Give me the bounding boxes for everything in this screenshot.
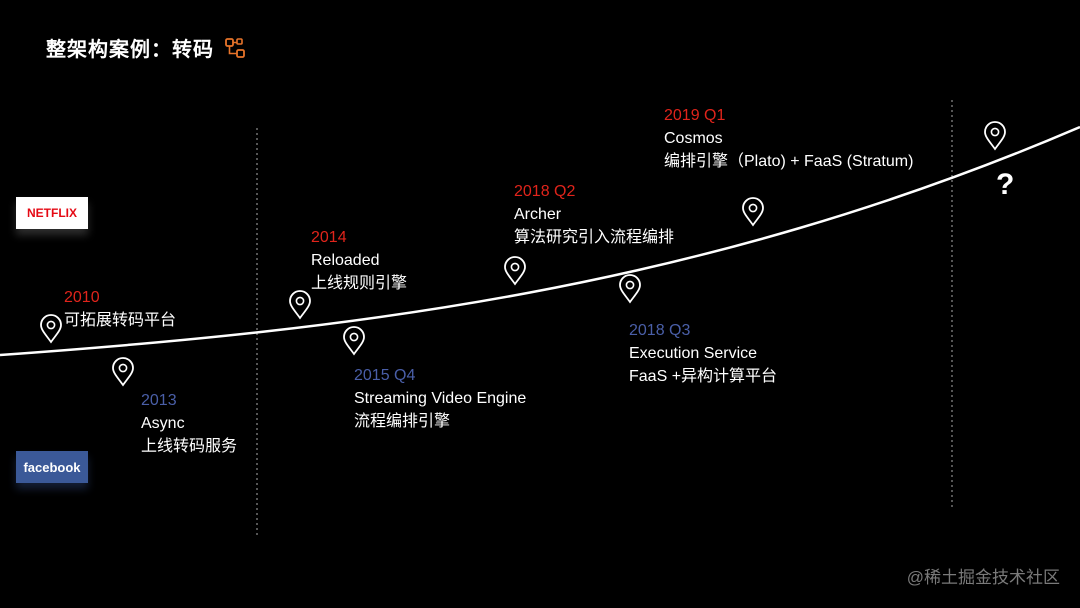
watermark: @稀土掘金技术社区: [906, 568, 1060, 587]
event-line: Execution Service: [629, 345, 758, 362]
location-pin-icon: [343, 326, 365, 356]
event-date: 2010: [64, 289, 100, 306]
event-2013: 2013 Async 上线转码服务: [141, 389, 237, 458]
future-question-mark: ?: [996, 168, 1015, 201]
event-2015q4: 2015 Q4 Streaming Video Engine 流程编排引擎: [354, 364, 526, 433]
event-line: Async: [141, 415, 185, 432]
event-line: 算法研究引入流程编排: [514, 229, 675, 246]
event-line: 可拓展转码平台: [64, 312, 177, 329]
event-date: 2014: [311, 229, 347, 246]
event-line: Streaming Video Engine: [354, 390, 527, 407]
page-title-text: 整架构案例：转码: [46, 39, 214, 61]
event-date: 2018 Q3: [629, 322, 691, 339]
location-pin-icon: [619, 274, 641, 304]
location-pin-icon: [289, 290, 311, 320]
page-title: 整架构案例：转码: [46, 33, 246, 62]
event-date: 2019 Q1: [664, 107, 726, 124]
location-pin-icon: [984, 121, 1006, 151]
event-line: Cosmos: [664, 130, 723, 147]
location-pin-icon: [112, 357, 134, 387]
event-date: 2018 Q2: [514, 183, 576, 200]
facebook-logo-text: facebook: [23, 459, 81, 475]
event-date: 2015 Q4: [354, 367, 416, 384]
event-line: Archer: [514, 206, 562, 223]
netflix-logo-text: NETFLIX: [27, 206, 77, 220]
event-2018q2: 2018 Q2 Archer 算法研究引入流程编排: [514, 180, 674, 249]
event-line: 编排引擎（Plato) + FaaS (Stratum): [664, 153, 914, 170]
event-line: 流程编排引擎: [354, 413, 451, 430]
event-date: 2013: [141, 392, 177, 409]
event-2010: 2010 可拓展转码平台: [64, 286, 176, 332]
event-2014: 2014 Reloaded 上线规则引擎: [311, 226, 407, 295]
event-2018q3: 2018 Q3 Execution Service FaaS +异构计算平台: [629, 319, 777, 388]
event-line: 上线转码服务: [141, 438, 238, 455]
location-pin-icon: [504, 256, 526, 286]
netflix-logo: NETFLIX: [16, 197, 88, 229]
event-line: 上线规则引擎: [311, 275, 408, 292]
location-pin-icon: [742, 197, 764, 227]
location-pin-icon: [40, 314, 62, 344]
event-2019q1: 2019 Q1 Cosmos 编排引擎（Plato) + FaaS (Strat…: [664, 104, 913, 173]
event-line: Reloaded: [311, 252, 380, 269]
timeline-curve: [0, 125, 1080, 357]
facebook-logo: facebook: [16, 451, 88, 483]
network-nodes-icon: [225, 37, 245, 58]
event-line: FaaS +异构计算平台: [629, 368, 778, 385]
